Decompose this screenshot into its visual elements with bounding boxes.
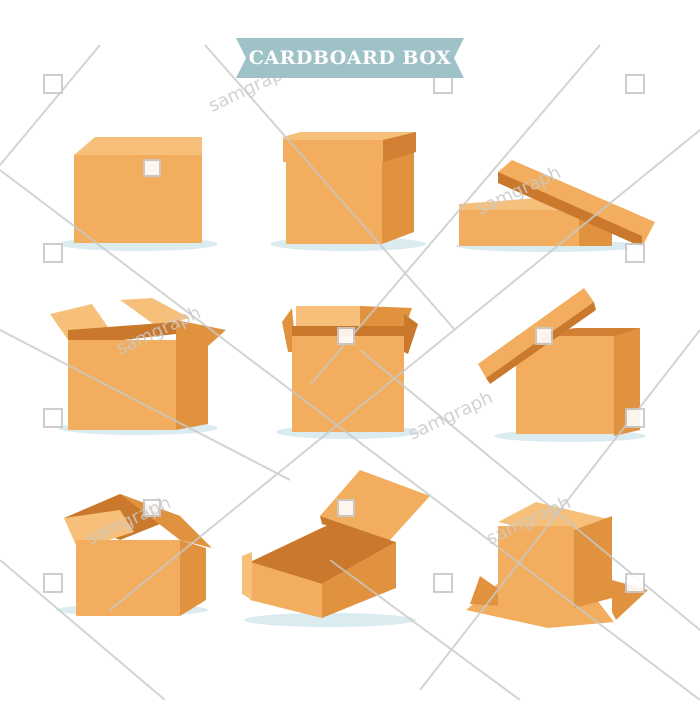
- open-upright-flaps-box: [276, 306, 420, 439]
- open-flaps-box: [50, 298, 226, 435]
- box-with-lid-tilted: [478, 288, 646, 442]
- page-title: CARDBOARD BOX: [248, 47, 452, 69]
- samgraph-logo-icons: [43, 74, 645, 593]
- title-banner: CARDBOARD BOX: [236, 38, 464, 78]
- closed-box: [58, 137, 218, 251]
- watermark-text-4: samgraph: [405, 387, 496, 444]
- closed-box-with-lid: [270, 132, 426, 251]
- banner-ribbon: [236, 38, 464, 78]
- open-hinged-lid-box: [242, 470, 430, 627]
- watermark-lines: [0, 44, 700, 701]
- flat-box-with-leaning-lid: [456, 160, 655, 252]
